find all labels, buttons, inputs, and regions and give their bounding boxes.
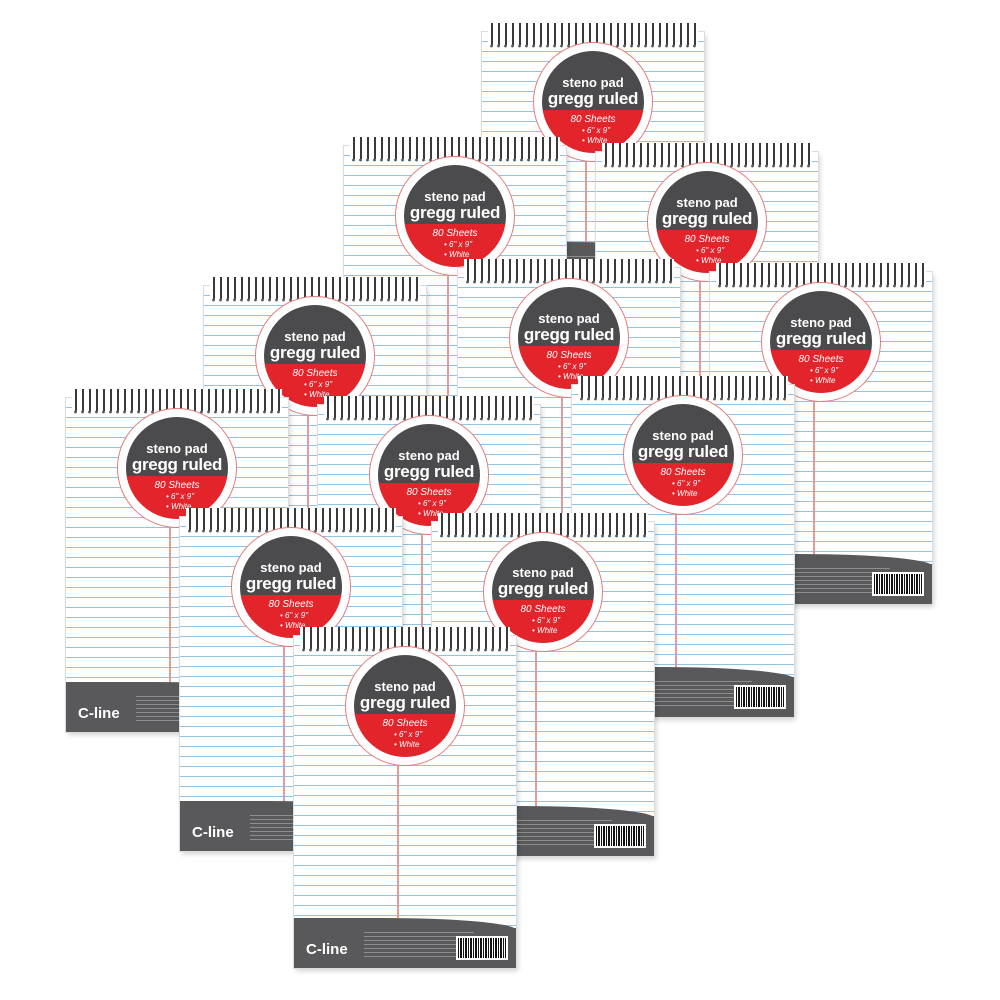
sheet-count: 80 Sheets [292,368,338,379]
pad-size: • 6" x 9" [672,479,701,488]
fine-print [364,932,474,958]
sheet-count: 80 Sheets [684,234,730,245]
pad-size: • 6" x 9" [558,362,587,371]
label-title: steno pad [512,565,574,580]
label-title: steno pad [538,311,600,326]
brand-logo: C-line [192,824,234,841]
sheet-count: 80 Sheets [432,228,478,239]
barcode [456,936,508,960]
label-badge: steno pad gregg ruled 80 Sheets • 6" x 9… [542,51,644,153]
label-title: steno pad [146,441,208,456]
label-subtitle: gregg ruled [775,329,867,348]
label-subtitle: gregg ruled [523,325,615,344]
cover-label: steno pad gregg ruled 80 Sheets • 6" x 9… [761,282,881,402]
pad-size: • 6" x 9" [280,611,309,620]
label-badge: steno pad gregg ruled 80 Sheets • 6" x 9… [632,404,734,506]
label-subtitle: gregg ruled [497,579,589,598]
label-subtitle: gregg ruled [637,442,729,461]
label-title: steno pad [790,315,852,330]
pad-size: • 6" x 9" [696,246,725,255]
label-badge: steno pad gregg ruled 80 Sheets • 6" x 9… [240,536,342,638]
label-badge: steno pad gregg ruled 80 Sheets • 6" x 9… [354,655,456,757]
label-badge: steno pad gregg ruled 80 Sheets • 6" x 9… [518,287,620,389]
brand-logo: C-line [78,705,120,722]
label-badge: steno pad gregg ruled 80 Sheets • 6" x 9… [126,417,228,519]
fine-print [502,820,612,846]
label-title: steno pad [374,679,436,694]
sheet-count: 80 Sheets [406,487,452,498]
paper-color: • White [166,502,192,511]
pad-footer: C-line [294,918,516,968]
label-title: steno pad [284,329,346,344]
cover-label: steno pad gregg ruled 80 Sheets • 6" x 9… [395,156,515,276]
barcode [594,824,646,848]
pad-size: • 6" x 9" [582,126,611,135]
paper-color: • White [394,740,420,749]
label-title: steno pad [562,75,624,90]
cover-label: steno pad gregg ruled 80 Sheets • 6" x 9… [623,395,743,515]
spiral-binding [716,263,926,288]
label-subtitle: gregg ruled [269,343,361,362]
paper-color: • White [418,509,444,518]
label-subtitle: gregg ruled [547,89,639,108]
label-badge: steno pad gregg ruled 80 Sheets • 6" x 9… [656,171,758,273]
spiral-binding [186,508,396,533]
paper-color: • White [558,372,584,381]
sheet-count: 80 Sheets [154,480,200,491]
pad-size: • 6" x 9" [418,499,447,508]
barcode [872,572,924,596]
brand-logo: C-line [306,941,348,958]
label-title: steno pad [652,428,714,443]
label-title: steno pad [676,195,738,210]
sheet-count: 80 Sheets [520,604,566,615]
label-badge: steno pad gregg ruled 80 Sheets • 6" x 9… [404,165,506,267]
sheet-count: 80 Sheets [268,599,314,610]
steno-pad: steno pad gregg ruled 80 Sheets • 6" x 9… [180,508,402,851]
label-badge: steno pad gregg ruled 80 Sheets • 6" x 9… [770,291,872,393]
label-subtitle: gregg ruled [359,693,451,712]
sheet-count: 80 Sheets [570,114,616,125]
label-subtitle: gregg ruled [131,455,223,474]
paper-color: • White [582,136,608,145]
paper-color: • White [672,489,698,498]
paper-color: • White [280,621,306,630]
paper-color: • White [532,626,558,635]
cover-label: steno pad gregg ruled 80 Sheets • 6" x 9… [509,278,629,398]
sheet-count: 80 Sheets [798,354,844,365]
pad-size: • 6" x 9" [166,492,195,501]
footer-wave [294,918,516,930]
label-badge: steno pad gregg ruled 80 Sheets • 6" x 9… [492,541,594,643]
pad-size: • 6" x 9" [304,380,333,389]
steno-pad: steno pad gregg ruled 80 Sheets • 6" x 9… [294,627,516,968]
cover-label: steno pad gregg ruled 80 Sheets • 6" x 9… [231,527,351,647]
sheet-count: 80 Sheets [660,467,706,478]
label-title: steno pad [260,560,322,575]
sheet-count: 80 Sheets [382,718,428,729]
label-subtitle: gregg ruled [383,462,475,481]
label-subtitle: gregg ruled [245,574,337,593]
sheet-count: 80 Sheets [546,350,592,361]
paper-color: • White [810,376,836,385]
label-title: steno pad [398,448,460,463]
paper-color: • White [696,256,722,265]
paper-color: • White [304,390,330,399]
cover-label: steno pad gregg ruled 80 Sheets • 6" x 9… [117,408,237,528]
label-subtitle: gregg ruled [661,209,753,228]
cover-label: steno pad gregg ruled 80 Sheets • 6" x 9… [345,646,465,766]
pad-size: • 6" x 9" [394,730,423,739]
pad-size: • 6" x 9" [444,240,473,249]
fine-print [642,681,752,707]
label-title: steno pad [424,189,486,204]
pad-size: • 6" x 9" [810,366,839,375]
fine-print [780,568,890,594]
barcode [734,685,786,709]
paper-color: • White [444,250,470,259]
pad-size: • 6" x 9" [532,616,561,625]
label-subtitle: gregg ruled [409,203,501,222]
